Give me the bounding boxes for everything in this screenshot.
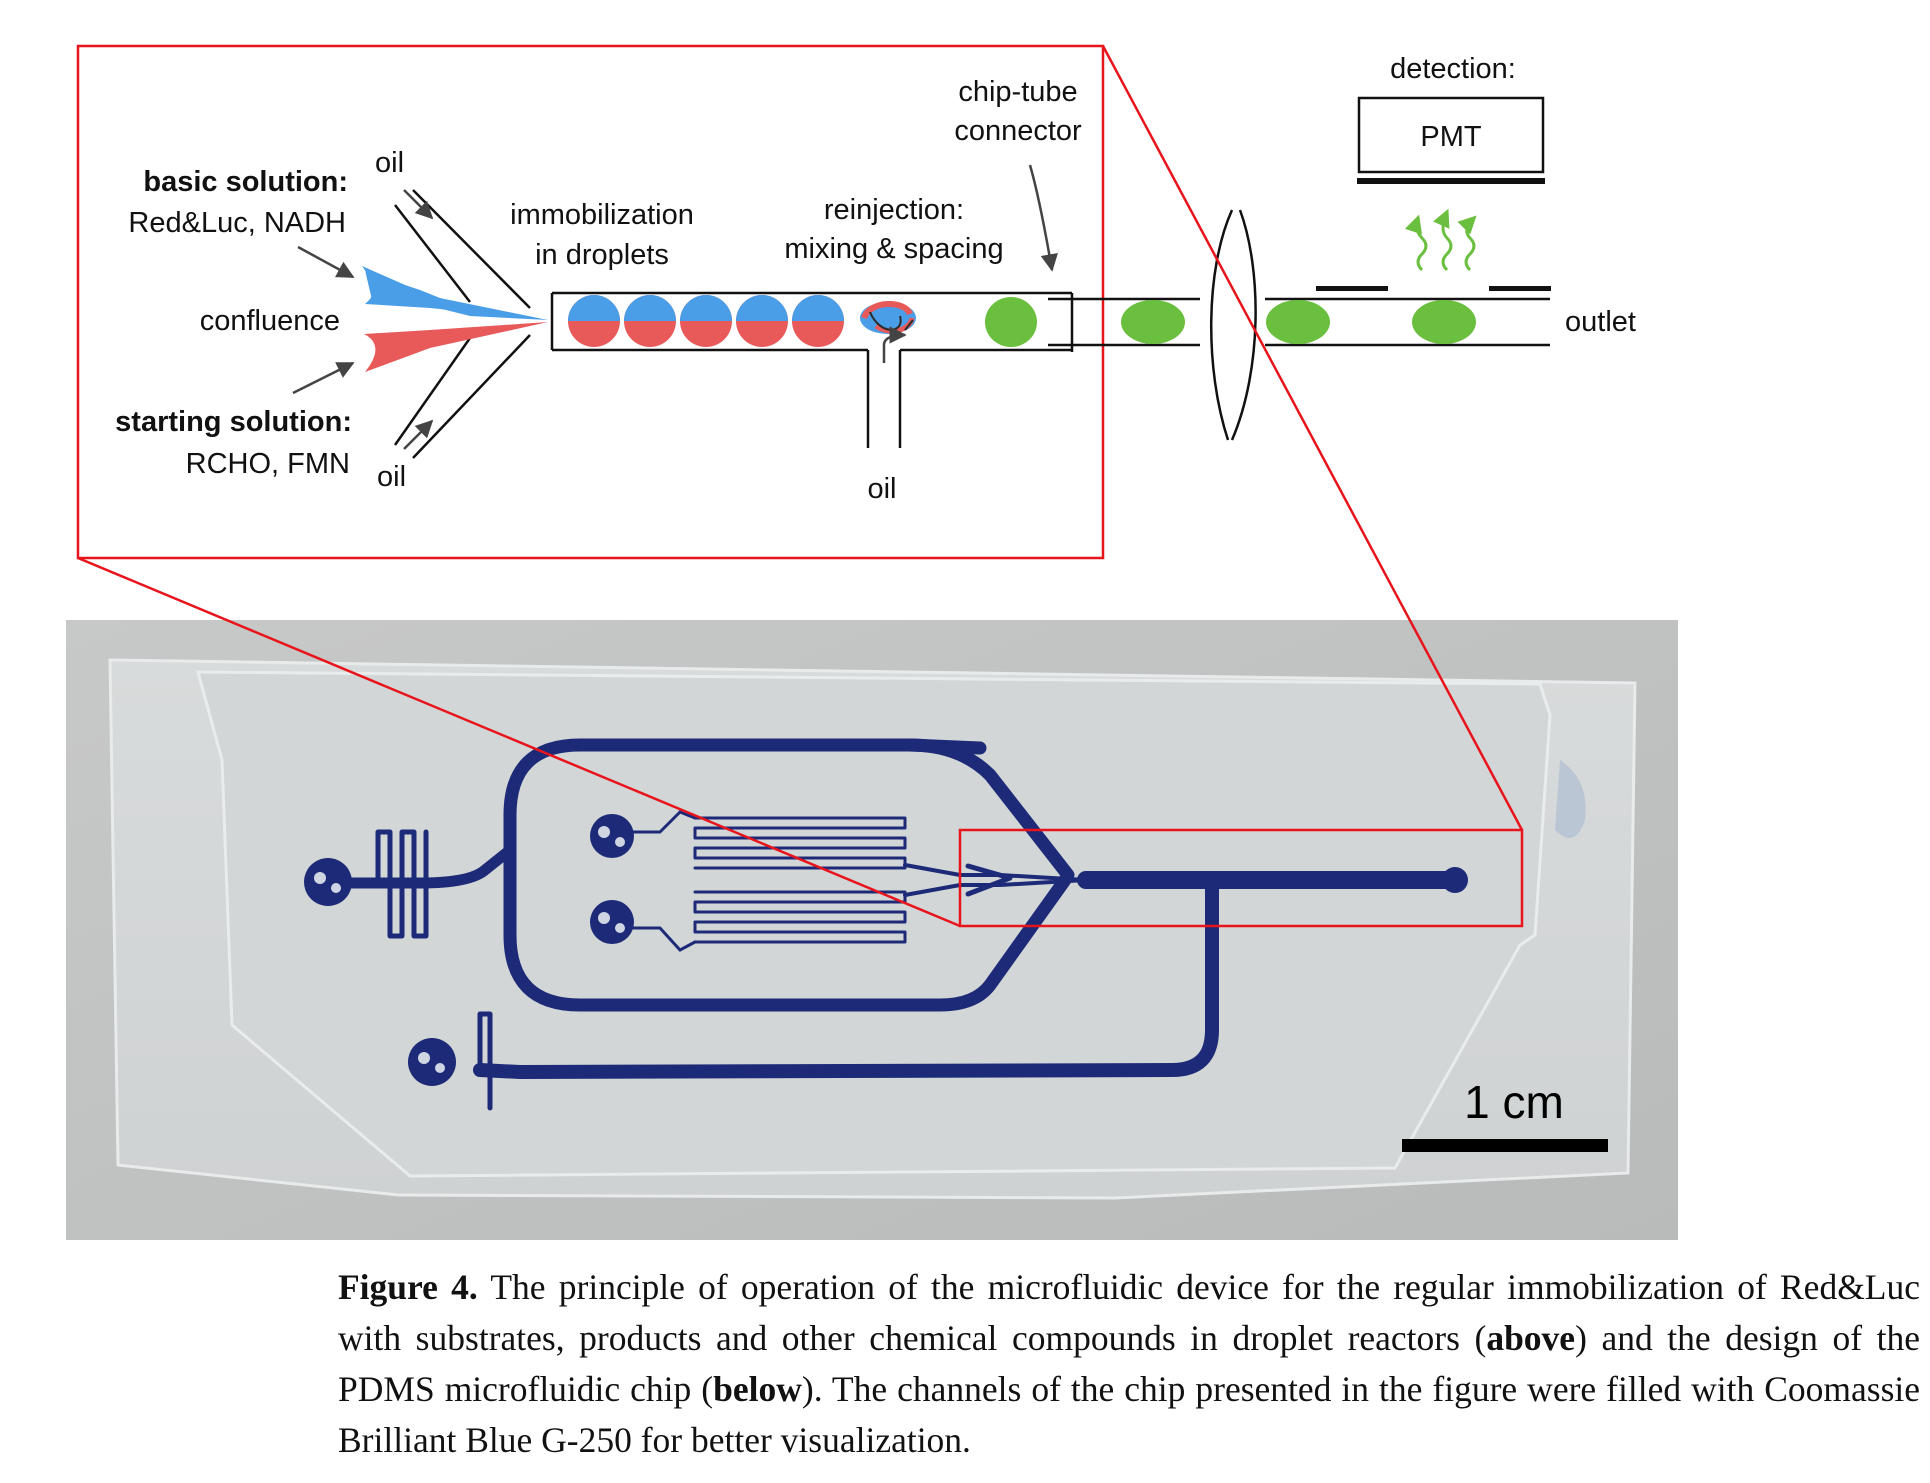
zoom-region-frame [958, 828, 1524, 928]
label-reinjection-line1: reinjection: [824, 194, 964, 226]
caption-text-3: ). The channels of the chip presented in… [338, 1369, 1920, 1460]
main-channel [550, 291, 1550, 448]
caption-bold-above: above [1486, 1318, 1576, 1358]
label-oil-bottom: oil [377, 461, 406, 493]
blue-stain [1555, 760, 1586, 838]
caption-bold-below: below [713, 1369, 802, 1409]
label-starting-solution-contents: RCHO, FMN [186, 448, 350, 480]
reinjection-flow-arrow [882, 326, 907, 363]
label-outlet: outlet [1565, 306, 1636, 338]
droplet-1 [568, 295, 620, 347]
label-immobilization-line1: immobilization [510, 199, 694, 231]
label-detection: detection: [1390, 53, 1516, 85]
channel-inlet-1 [324, 844, 516, 889]
oil-top-arrow [403, 189, 434, 220]
droplet-5 [792, 295, 844, 347]
figure-label: Figure 4. [338, 1267, 478, 1307]
label-chip-tube-line1: chip-tube [958, 76, 1077, 108]
connector-arrow [1028, 164, 1058, 272]
product-droplet-1 [985, 297, 1037, 347]
figure-caption: Figure 4. The principle of operation of … [338, 1262, 1920, 1466]
inlet-port-2 [590, 814, 634, 858]
channel-confluence [903, 863, 1088, 897]
channel-loop [503, 738, 1072, 1012]
product-droplet-4 [1412, 300, 1476, 344]
label-starting-solution-title: starting solution: [115, 406, 352, 438]
caption-text-2: ) and the design of the PDMS microfluidi… [338, 1318, 1920, 1409]
scale-bar [1402, 1139, 1608, 1152]
label-chip-tube-line2: connector [954, 115, 1082, 147]
caption-text-1: The principle of operation of the microf… [338, 1267, 1920, 1358]
starting-solution-stream [364, 322, 548, 372]
aperture-right [1489, 286, 1551, 291]
zoom-connector-left [77, 556, 961, 928]
droplet-3 [680, 295, 732, 347]
starting-solution-arrow [292, 361, 355, 395]
product-droplet-2 [1121, 300, 1185, 344]
mixing-droplet [860, 300, 916, 334]
pmt-base [1357, 178, 1545, 184]
immobilized-droplets [568, 295, 844, 347]
inlet-port-1 [304, 858, 352, 906]
channel-loop-top-right [903, 738, 1075, 882]
serpentine-inlet-1 [375, 829, 429, 939]
label-basic-solution-contents: Red&Luc, NADH [128, 207, 346, 239]
label-oil-reinjection: oil [867, 473, 896, 505]
zoom-inset-frame [76, 44, 1105, 560]
label-pmt: PMT [1420, 121, 1482, 153]
label-oil-top: oil [375, 147, 404, 179]
break-mark-left [1210, 209, 1234, 441]
inlet-port-4 [408, 1038, 456, 1086]
aperture-left [1316, 286, 1388, 291]
break-mark-right [1230, 209, 1257, 441]
label-immobilization-line2: in droplets [535, 239, 669, 271]
basic-solution-arrow [297, 245, 355, 279]
droplet-4 [736, 295, 788, 347]
serpentine-upper [678, 810, 907, 870]
label-confluence: confluence [200, 305, 340, 337]
zoom-connector-right [1101, 45, 1524, 831]
channel-reinjection [473, 873, 1219, 1079]
label-basic-solution-title: basic solution: [143, 166, 348, 198]
label-reinjection-line2: mixing & spacing [784, 233, 1003, 265]
channel-confluence-junction [965, 863, 1013, 897]
droplet-2 [624, 295, 676, 347]
pmt-box [1357, 96, 1545, 174]
scale-bar-label: 1 cm [1464, 1076, 1564, 1128]
chip-channels [324, 738, 1468, 1111]
serpentine-lower [678, 890, 907, 952]
chip-photo: 1 cm [66, 620, 1678, 1240]
luminescence-signal-icon [1404, 208, 1477, 272]
outlet-port [1442, 867, 1468, 893]
serpentine-inlet-3 [477, 1011, 493, 1111]
schematic: oil basic solution: Red&Luc, NADH conflu… [76, 44, 1636, 560]
inlet-port-3 [590, 900, 634, 944]
basic-solution-stream-body [362, 266, 548, 320]
product-droplet-3 [1266, 300, 1330, 344]
oil-bottom-arrow [403, 419, 434, 450]
